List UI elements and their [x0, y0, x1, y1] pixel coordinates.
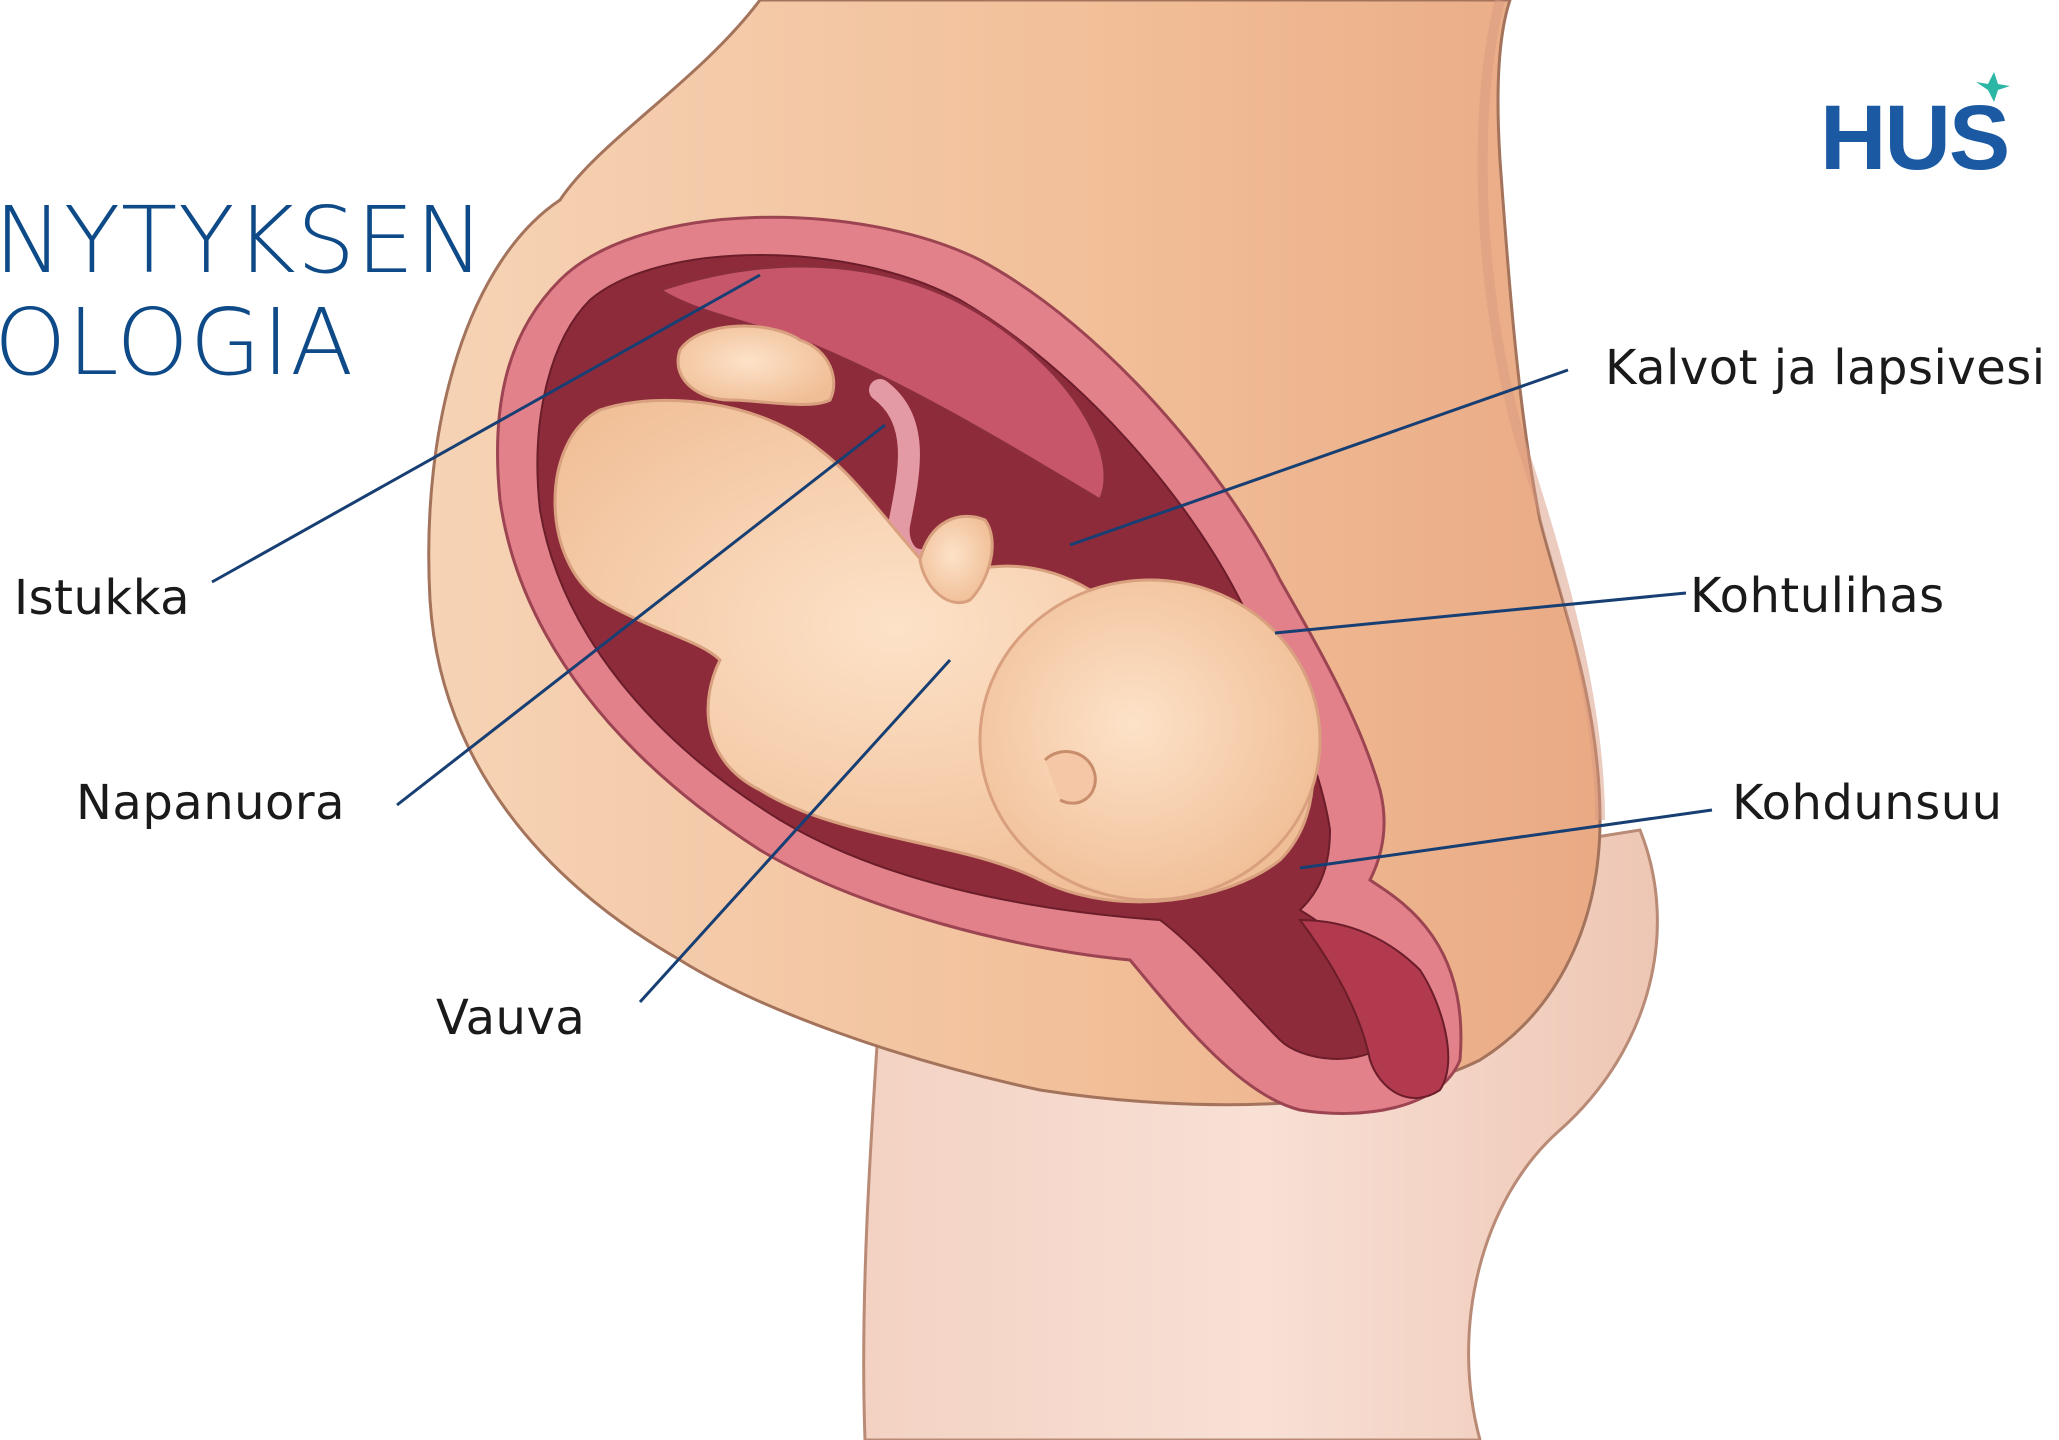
hus-logo: HUS: [1820, 86, 2008, 191]
title-line-1: NYTYKSEN: [0, 190, 485, 292]
page-title: NYTYKSEN OLOGIA: [0, 190, 485, 394]
title-line-2: OLOGIA: [0, 292, 485, 394]
label-kalvot: Kalvot ja lapsivesi: [1605, 340, 2046, 396]
label-kohtulihas: Kohtulihas: [1690, 568, 1945, 624]
label-vauva: Vauva: [436, 990, 585, 1046]
label-napanuora: Napanuora: [76, 775, 345, 831]
baby-head: [980, 580, 1320, 900]
label-kohdunsuu: Kohdunsuu: [1732, 775, 2003, 831]
label-istukka: Istukka: [14, 570, 190, 626]
